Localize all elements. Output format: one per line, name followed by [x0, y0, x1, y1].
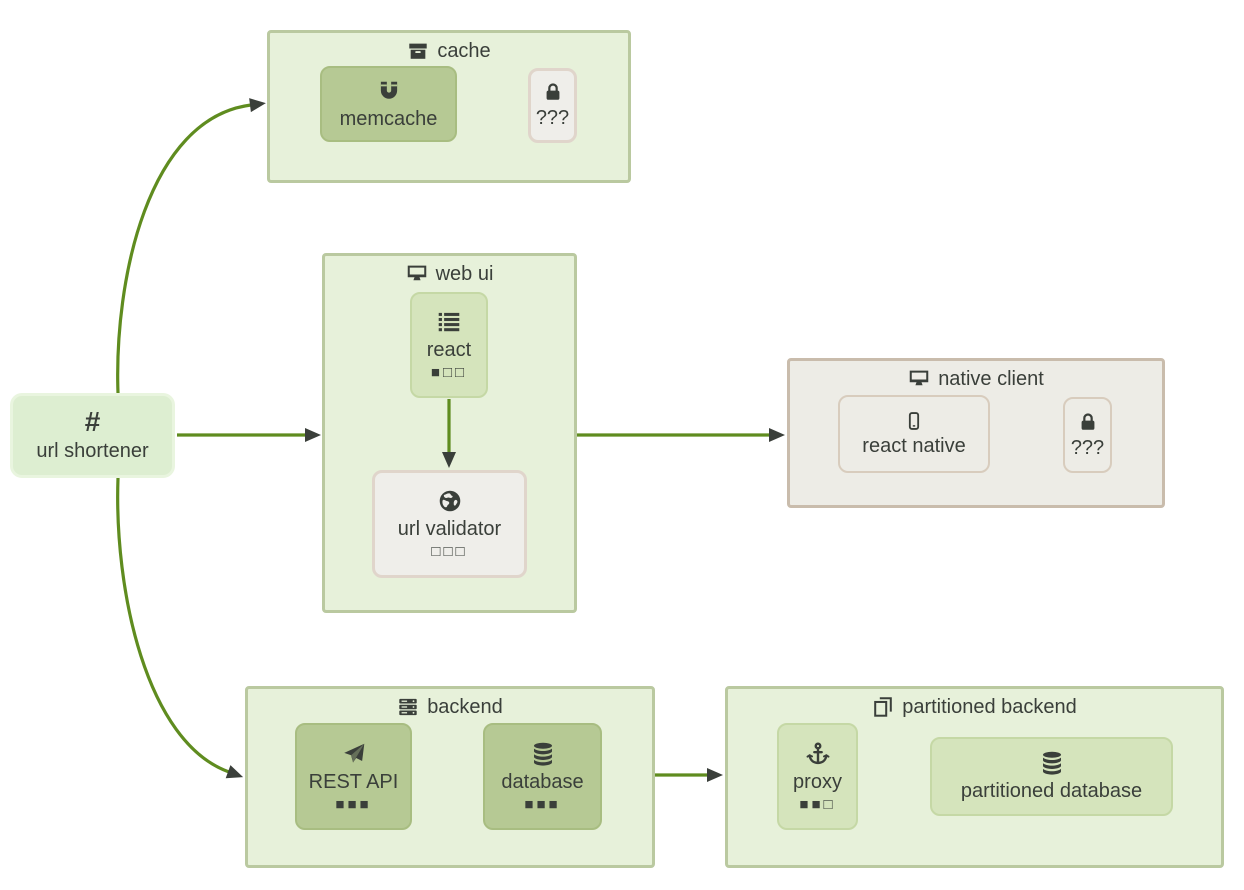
- edge-url-shortener-to-backend: [116, 477, 244, 779]
- magnet-icon: [376, 78, 402, 104]
- globe-icon: [437, 488, 463, 514]
- progress-squares: □□□: [431, 543, 468, 560]
- copy-pages-icon: [872, 696, 894, 718]
- node-url-shortener[interactable]: # url shortener: [10, 393, 175, 478]
- node-native-unknown[interactable]: ???: [1063, 397, 1112, 473]
- node-label: ???: [1070, 436, 1105, 459]
- node-memcache[interactable]: memcache: [320, 66, 457, 142]
- node-label: ???: [535, 107, 570, 129]
- group-title-text: partitioned backend: [902, 696, 1077, 718]
- node-url-validator[interactable]: url validator □□□: [372, 470, 527, 578]
- group-native-client-title: native client: [790, 366, 1162, 392]
- group-title-text: backend: [427, 696, 503, 718]
- group-backend-title: backend: [248, 694, 652, 720]
- progress-squares: ■□□: [430, 364, 468, 381]
- group-cache[interactable]: cache memcache ???: [267, 30, 631, 183]
- node-proxy[interactable]: proxy ■■□: [777, 723, 858, 830]
- anchor-icon: [805, 741, 831, 767]
- node-label: react native: [862, 434, 966, 457]
- lock-icon: [1077, 411, 1099, 433]
- hash-icon: #: [84, 406, 101, 437]
- database-icon: [1039, 750, 1065, 776]
- list-icon: [436, 309, 462, 335]
- node-rest-api[interactable]: REST API ■■■: [295, 723, 412, 830]
- group-partitioned-backend-title: partitioned backend: [728, 694, 1221, 720]
- node-label: memcache: [339, 107, 438, 130]
- group-title-text: cache: [437, 40, 491, 62]
- smartphone-icon: [904, 411, 924, 431]
- monitor-icon: [406, 263, 428, 285]
- node-partitioned-database[interactable]: partitioned database: [930, 737, 1173, 816]
- group-title-text: native client: [938, 368, 1044, 390]
- group-cache-title: cache: [270, 38, 628, 64]
- paper-plane-icon: [341, 741, 367, 767]
- node-label: react: [426, 339, 472, 361]
- group-web-ui-title: web ui: [325, 261, 574, 287]
- edge-url-shortener-to-cache: [116, 98, 266, 394]
- server-stack-icon: [397, 696, 419, 718]
- group-partitioned-backend[interactable]: partitioned backend proxy ■■□ partitione…: [725, 686, 1224, 868]
- node-react-native[interactable]: react native: [838, 395, 990, 473]
- node-label: proxy: [793, 770, 842, 793]
- node-react[interactable]: react ■□□: [410, 292, 488, 398]
- progress-squares: ■■□: [799, 795, 836, 813]
- node-label: url shortener: [36, 440, 149, 462]
- database-icon: [530, 741, 556, 767]
- progress-squares: ■■■: [524, 795, 561, 813]
- progress-squares: ■■■: [335, 795, 372, 813]
- node-label: url validator: [397, 518, 502, 540]
- group-title-text: web ui: [435, 263, 494, 285]
- monitor-icon: [908, 368, 930, 390]
- lock-icon: [542, 81, 564, 103]
- node-database[interactable]: database ■■■: [483, 723, 602, 830]
- group-backend[interactable]: backend REST API ■■■ database ■■■: [245, 686, 655, 868]
- group-web-ui[interactable]: web ui react ■□□ url validator □□□: [322, 253, 577, 613]
- archive-box-icon: [407, 40, 429, 62]
- node-label: database: [501, 770, 584, 793]
- group-native-client[interactable]: native client react native ???: [787, 358, 1165, 508]
- node-label: REST API: [308, 770, 399, 793]
- node-label: partitioned database: [960, 780, 1143, 802]
- node-cache-unknown[interactable]: ???: [528, 68, 577, 143]
